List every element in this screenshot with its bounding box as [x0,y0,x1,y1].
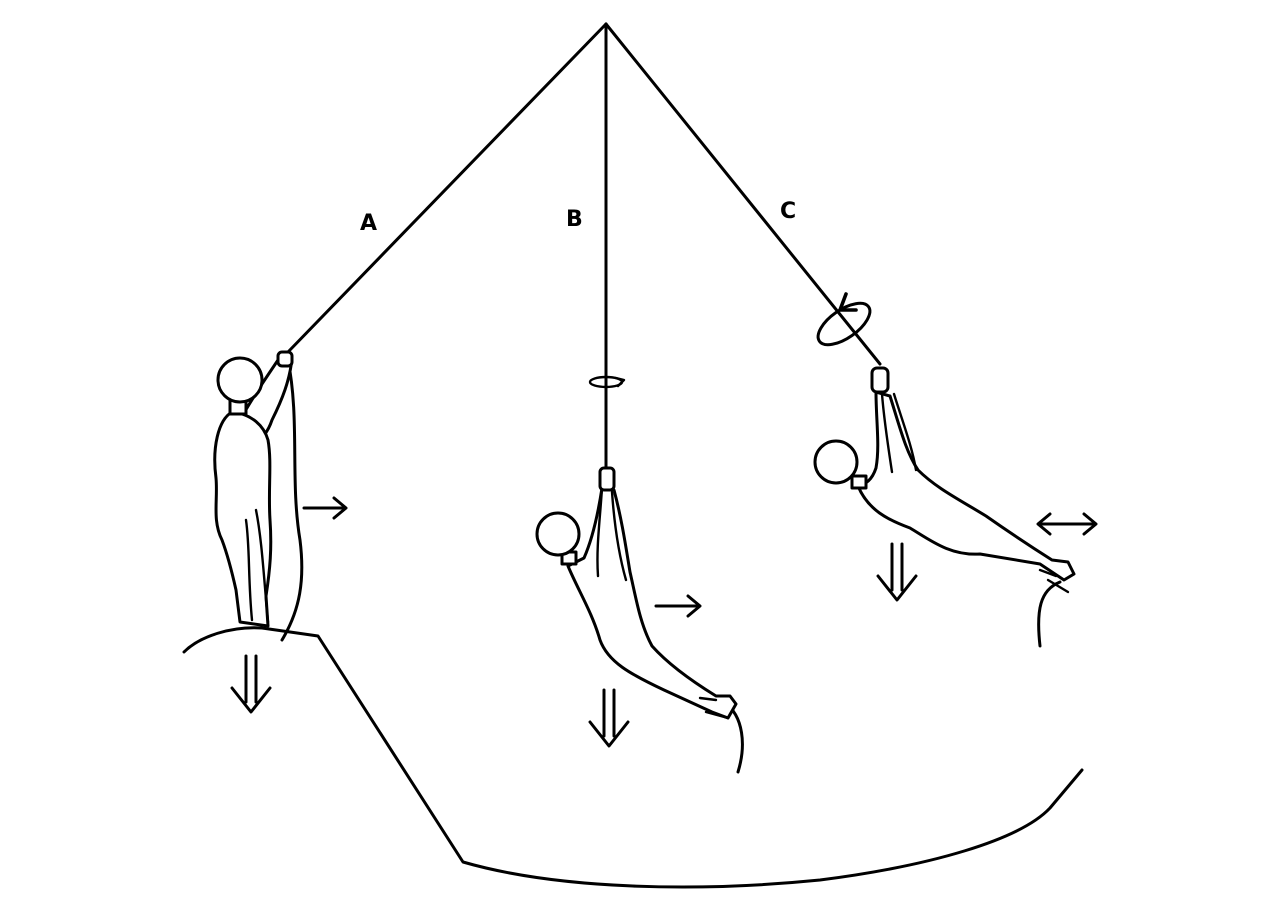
figure-c-neck [850,474,868,490]
figure-c-body [856,390,1076,582]
figure-c-rope-tail [1037,580,1062,648]
figure-b [535,466,744,774]
figure-c-feet [1038,568,1070,594]
figure-c-arm [880,392,918,474]
figure-c [813,366,1076,648]
figure-a-body [213,410,273,628]
figure-b-feet [698,696,730,720]
figure-b-head [535,511,581,557]
figure-a-hands [276,350,294,368]
label-c: C [780,199,796,224]
figure-a-head [216,356,264,404]
cliff-edge [182,626,1084,889]
double-down-arrow-icon [230,654,272,714]
figure-b-hands [598,466,616,492]
label-b: B [566,207,583,232]
figure-c-hands [870,366,890,394]
rope-c [604,22,882,366]
rotation-arrow-icon [816,292,872,347]
figure-a-rope-tail [280,358,304,642]
rotation-arrow-icon [588,375,626,389]
double-down-arrow-icon [588,688,630,748]
label-a: A [360,211,377,236]
figure-c-head [813,439,859,485]
left-right-arrow-icon [1036,512,1098,536]
double-down-arrow-icon [876,542,918,602]
figure-a [213,350,304,642]
figure-b-body [566,486,738,720]
figure-b-arm [596,486,628,582]
ropes [286,22,882,470]
right-arrow-icon [654,594,702,618]
right-arrow-icon [302,496,348,520]
figure-a-legs [244,508,270,624]
rope-a [286,22,608,354]
